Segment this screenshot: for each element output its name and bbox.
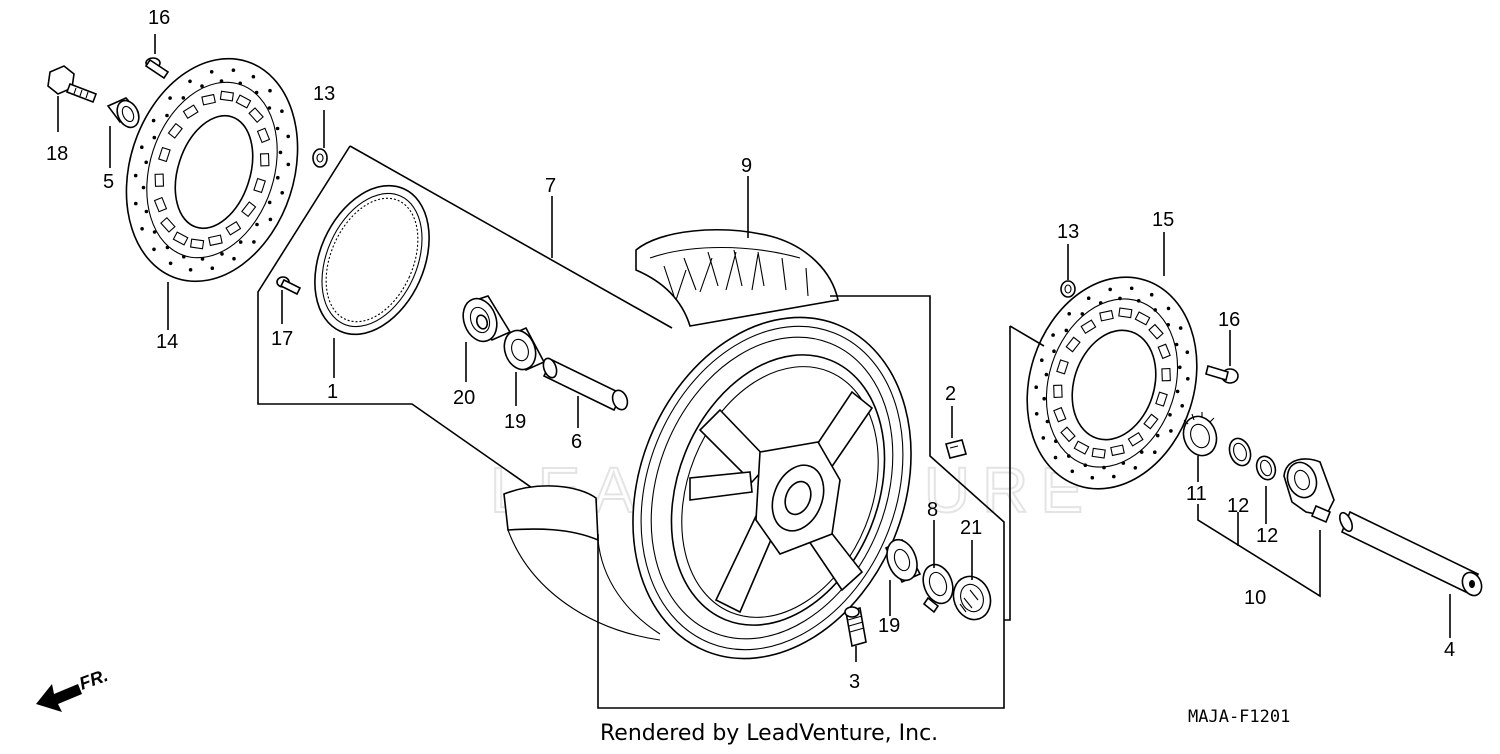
collar-5[interactable] bbox=[106, 97, 143, 131]
callout-4: 4 bbox=[1444, 639, 1455, 661]
callout-20: 20 bbox=[453, 387, 475, 409]
washer-13-left[interactable] bbox=[312, 148, 328, 168]
diagram-code: MAJA-F1201 bbox=[1188, 707, 1290, 727]
callout-5: 5 bbox=[103, 171, 114, 193]
retainer-8[interactable] bbox=[918, 560, 958, 614]
callout-16-right: 16 bbox=[1218, 309, 1240, 331]
callout-10: 10 bbox=[1244, 587, 1266, 609]
callout-15: 15 bbox=[1152, 209, 1174, 231]
group-bracket-right-disc bbox=[1004, 326, 1011, 621]
leader-line-7 bbox=[349, 145, 673, 329]
callout-11: 11 bbox=[1186, 483, 1207, 505]
right-brake-disc[interactable] bbox=[1001, 255, 1224, 511]
bolt-16-right[interactable] bbox=[1205, 364, 1239, 384]
callout-8: 8 bbox=[927, 499, 938, 521]
bearing-19-right[interactable] bbox=[882, 535, 923, 584]
callout-12-b: 12 bbox=[1256, 525, 1278, 547]
callout-3: 3 bbox=[849, 671, 860, 693]
bearing-20[interactable] bbox=[457, 294, 512, 346]
front-wheel[interactable] bbox=[584, 275, 961, 700]
callout-6: 6 bbox=[571, 431, 582, 453]
callout-19-left: 19 bbox=[504, 411, 526, 433]
callout-14: 14 bbox=[156, 331, 178, 353]
dust-seal-21[interactable] bbox=[948, 571, 997, 625]
front-axle[interactable] bbox=[1337, 510, 1485, 599]
left-brake-disc[interactable] bbox=[99, 36, 325, 304]
callout-13-left: 13 bbox=[313, 83, 335, 105]
callout-2: 2 bbox=[945, 383, 956, 405]
washer-12b[interactable] bbox=[1253, 454, 1278, 483]
distance-collar-6[interactable] bbox=[541, 357, 630, 412]
group-bracket-left bbox=[257, 145, 599, 535]
tire-section[interactable] bbox=[635, 229, 839, 327]
leader-lines bbox=[57, 34, 1451, 662]
washer-12a[interactable] bbox=[1226, 435, 1254, 468]
clip-2[interactable] bbox=[945, 439, 967, 459]
callout-17: 17 bbox=[271, 328, 293, 350]
bolt-18[interactable] bbox=[47, 65, 98, 104]
gear-11[interactable] bbox=[1178, 412, 1222, 461]
callout-19-right: 19 bbox=[878, 615, 900, 637]
callout-16-left: 16 bbox=[148, 7, 170, 29]
callout-13-right: 13 bbox=[1057, 221, 1079, 243]
washer-13-right[interactable] bbox=[1060, 280, 1076, 298]
footer-credit: Rendered by LeadVenture, Inc. bbox=[600, 721, 938, 746]
bolt-16-left[interactable] bbox=[144, 57, 170, 80]
gearbox-housing[interactable] bbox=[1283, 458, 1335, 524]
group-bracket-wheel bbox=[597, 295, 1005, 709]
callout-labels: 16 18 5 13 14 17 1 7 9 20 19 6 2 8 21 19… bbox=[46, 7, 1455, 693]
callout-12-a: 12 bbox=[1227, 495, 1249, 517]
group-bracket-10 bbox=[1197, 504, 1321, 598]
valve-3[interactable] bbox=[844, 606, 867, 648]
callout-9: 9 bbox=[741, 155, 752, 177]
callout-21: 21 bbox=[960, 517, 982, 539]
pulser-ring[interactable] bbox=[293, 168, 451, 353]
leader-disc-right bbox=[1009, 325, 1045, 347]
callout-18: 18 bbox=[46, 143, 68, 165]
fr-label: FR. bbox=[77, 665, 111, 694]
bolt-17[interactable] bbox=[276, 276, 302, 296]
front-direction-arrow: FR. bbox=[36, 665, 111, 712]
callout-7: 7 bbox=[545, 175, 556, 197]
callout-1: 1 bbox=[327, 381, 338, 403]
